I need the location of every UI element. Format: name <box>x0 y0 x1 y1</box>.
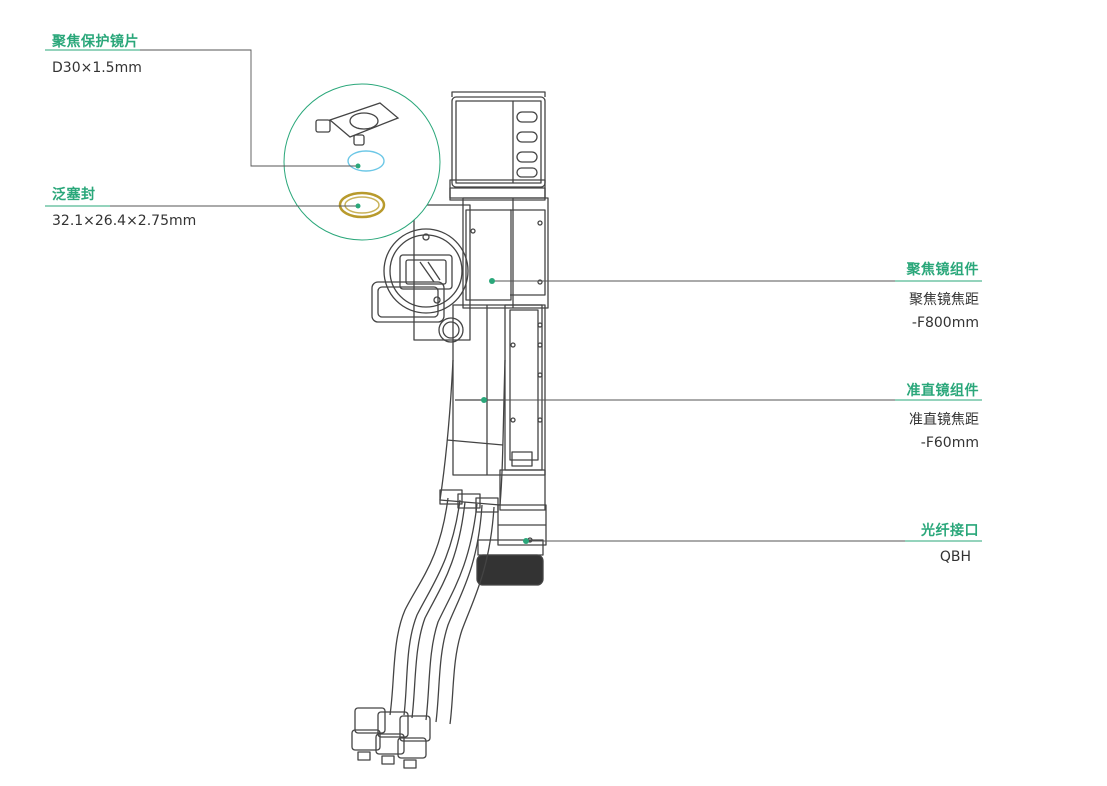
collimator-dot <box>481 397 487 403</box>
focus-assembly-spec-value: -F800mm <box>911 315 979 331</box>
collimator-title: 准直镜组件 <box>906 383 979 399</box>
protective-lens-leader <box>45 49 358 167</box>
lens-drawer <box>371 204 471 343</box>
focus-assembly-spec-label: 聚焦镜焦距 <box>909 292 979 308</box>
top-housing <box>449 91 546 201</box>
hose-2 <box>411 501 478 721</box>
fiber-port-dot <box>523 538 529 544</box>
hose-1 <box>389 497 461 716</box>
hose-fittings-bottom <box>351 707 431 769</box>
protective-lens-dot <box>355 163 361 169</box>
seal-ring-shape <box>338 191 386 219</box>
lower-column <box>452 304 546 476</box>
seal-spec: 32.1×26.4×2.75mm <box>52 213 197 229</box>
hose-3 <box>435 504 495 725</box>
main-body <box>462 197 549 309</box>
collimator-spec-value: -F60mm <box>920 435 979 451</box>
protective-lens-shape <box>347 150 385 172</box>
fiber-port-title: 光纤接口 <box>921 523 979 539</box>
protective-lens-title: 聚焦保护镜片 <box>52 34 139 50</box>
fiber-port-spec: QBH <box>939 549 971 565</box>
zoom-inset <box>283 83 441 241</box>
protective-lens-spec: D30×1.5mm <box>52 60 142 76</box>
focus-assembly-dot <box>489 278 495 284</box>
fiber-port <box>476 469 547 586</box>
hose-fittings-top <box>439 489 499 513</box>
seal-title: 泛塞封 <box>52 187 96 203</box>
collimator-body <box>439 359 506 506</box>
focus-assembly-title: 聚焦镜组件 <box>906 262 979 278</box>
collimator-spec-label: 准直镜焦距 <box>909 412 979 428</box>
seal-dot <box>355 203 361 209</box>
